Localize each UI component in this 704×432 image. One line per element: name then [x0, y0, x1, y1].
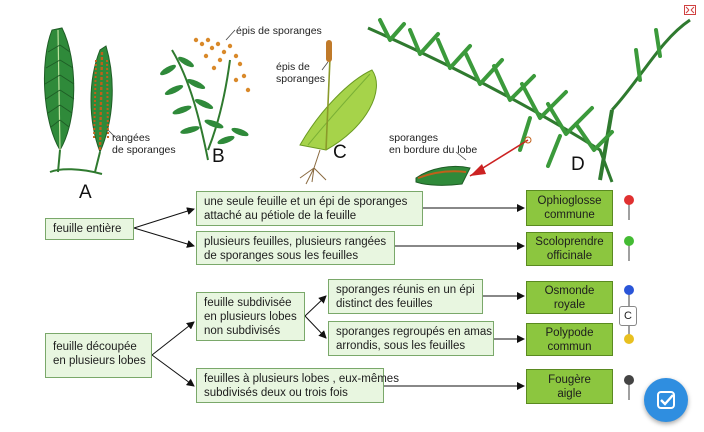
plant-a-drawing: [43, 27, 117, 175]
plant-c-drawing: [299, 40, 377, 185]
question-une-seule-feuille: une seule feuille et un épi de sporanges…: [196, 191, 423, 226]
check-button[interactable]: [644, 378, 688, 422]
plant-c-label: épis de sporanges: [276, 61, 326, 85]
plant-d-letter: D: [571, 154, 585, 175]
result-ophioglosse[interactable]: Ophioglosse commune: [526, 190, 613, 226]
pushpin-icon-gray[interactable]: [622, 374, 636, 402]
pushpin-icon-green[interactable]: [622, 235, 636, 263]
start-feuille-entiere: feuille entière: [45, 218, 134, 240]
result-fougere-aigle[interactable]: Fougère aigle: [526, 369, 613, 404]
question-plusieurs-lobes: feuilles à plusieurs lobes , eux-mêmes s…: [196, 368, 399, 403]
pushpin-icon-yellow[interactable]: [622, 322, 636, 350]
plant-c-letter: C: [333, 142, 347, 163]
question-plusieurs-feuilles: plusieurs feuilles, plusieurs rangées de…: [196, 231, 395, 265]
expand-icon[interactable]: [684, 5, 696, 15]
plant-b-drawing: [160, 29, 251, 161]
plant-b-letter: B: [212, 146, 225, 167]
question-sporanges-epi: sporanges réunis en un épi distinct des …: [328, 279, 483, 314]
plant-b-label: épis de sporanges: [236, 25, 322, 37]
result-osmonde[interactable]: Osmonde royale: [526, 281, 613, 314]
question-sporanges-amas: sporanges regroupés en amas arrondis, so…: [328, 321, 494, 356]
plant-d-drawing: [367, 18, 691, 186]
pushpin-icon-red[interactable]: [622, 194, 636, 222]
result-scoloprendre[interactable]: Scoloprendre officinale: [526, 232, 613, 266]
pin-toggle[interactable]: C: [619, 306, 637, 326]
key-arrows: [133, 204, 525, 390]
check-icon: [657, 391, 675, 409]
plant-a-letter: A: [79, 182, 92, 203]
question-feuille-subdivisee: feuille subdivisée en plusieurs lobes no…: [196, 292, 305, 341]
plant-d-label: sporanges en bordure du lobe: [389, 132, 478, 156]
result-polypode[interactable]: Polypode commun: [526, 323, 613, 356]
start-feuille-decoupee: feuille découpée en plusieurs lobes: [45, 333, 152, 378]
plant-a-label: rangées de sporanges: [112, 132, 176, 156]
